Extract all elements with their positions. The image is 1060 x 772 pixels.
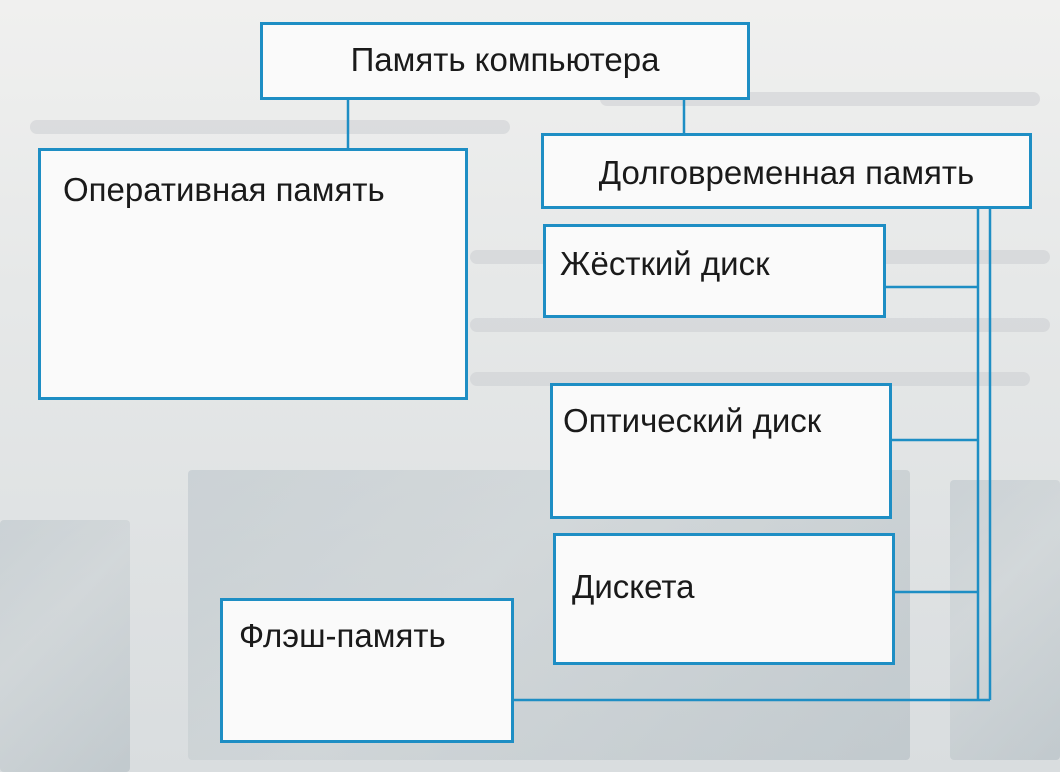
node-computer-memory: Память компьютера: [260, 22, 750, 100]
background-text-line: [470, 372, 1030, 386]
node-hard-disk: Жёсткий диск: [543, 224, 886, 318]
background-text-line: [470, 318, 1050, 332]
node-label: Флэш-память: [239, 617, 446, 654]
node-label: Оперативная память: [63, 171, 385, 208]
node-floppy-disk: Дискета: [553, 533, 895, 665]
node-label: Жёсткий диск: [560, 245, 770, 282]
node-long-term-memory: Долговременная память: [541, 133, 1032, 209]
node-ram: Оперативная память: [38, 148, 468, 400]
node-label: Оптический диск: [563, 402, 822, 439]
node-flash-memory: Флэш-память: [220, 598, 514, 743]
background-photo-panel: [0, 520, 130, 772]
background-photo-panel: [950, 480, 1060, 760]
background-text-line: [30, 120, 510, 134]
node-label: Память компьютера: [350, 41, 660, 78]
node-label: Долговременная память: [598, 154, 975, 191]
node-label: Дискета: [572, 568, 695, 605]
node-optical-disk: Оптический диск: [550, 383, 892, 519]
